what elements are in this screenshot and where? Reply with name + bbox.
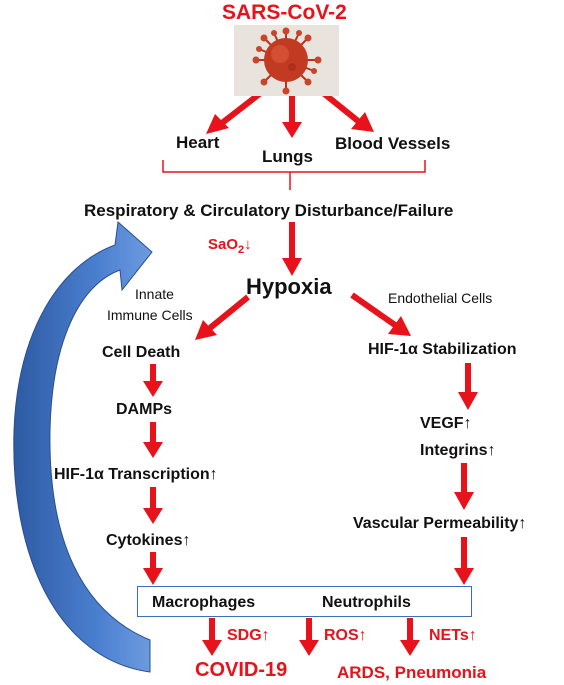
organ-lungs: Lungs — [262, 147, 313, 166]
hypoxia-left-arrow — [195, 294, 250, 340]
to-hypoxia-arrow — [282, 222, 302, 276]
step-hif-stabilization: HIF-1α Stabilization — [368, 341, 517, 358]
immune-cells-box — [137, 586, 472, 617]
output-arrow-ros — [299, 618, 319, 656]
coronavirus-icon — [234, 25, 339, 96]
output-nets: NETs↑ — [429, 627, 477, 644]
step-cell-death: Cell Death — [102, 344, 181, 361]
step-cytokines: Cytokines↑ — [106, 532, 191, 549]
organ-heart: Heart — [176, 133, 220, 152]
left-arrow-2 — [143, 422, 163, 458]
sao2-arrow: ↓ — [244, 236, 252, 253]
output-arrow-sdg — [202, 618, 222, 656]
innate-label-line1: Innate — [135, 286, 174, 302]
right-arrow-2 — [454, 463, 474, 510]
sao2-subscript: 2 — [238, 244, 245, 256]
sao2-base: SaO — [208, 236, 239, 253]
organs-bracket — [162, 160, 426, 190]
endothelial-label: Endothelial Cells — [388, 290, 493, 306]
disturbance-label: Respiratory & Circulatory Disturbance/Fa… — [84, 201, 454, 220]
step-hif-transcription: HIF-1α Transcription↑ — [54, 466, 218, 483]
virus-to-vessels-arrow — [320, 89, 374, 132]
output-arrow-nets — [400, 618, 420, 656]
virus-to-heart-arrow — [206, 89, 264, 134]
output-sdg: SDG↑ — [227, 627, 270, 644]
step-damps: DAMPs — [116, 401, 173, 418]
cell-macrophages: Macrophages — [152, 594, 256, 611]
right-arrow-3 — [454, 537, 474, 585]
left-arrow-1 — [143, 364, 163, 397]
step-vascular-permeability: Vascular Permeability↑ — [353, 515, 527, 532]
organ-blood-vessels: Blood Vessels — [335, 134, 451, 153]
hypoxia-label: Hypoxia — [246, 274, 332, 299]
right-arrow-1 — [458, 363, 478, 410]
output-ros: ROS↑ — [324, 627, 367, 644]
sao2-label: SaO2↓ — [208, 236, 252, 256]
virus-title: SARS-CoV-2 — [222, 1, 347, 24]
outcome-covid: COVID-19 — [195, 659, 288, 681]
feedback-arrow — [13, 221, 153, 673]
left-arrow-3 — [143, 487, 163, 524]
step-vegf: VEGF↑ — [420, 415, 472, 432]
cell-neutrophils: Neutrophils — [322, 594, 411, 611]
innate-label-line2: Immune Cells — [107, 307, 193, 323]
left-arrow-4 — [143, 552, 163, 585]
outcome-ards-pneumonia: ARDS, Pneumonia — [337, 663, 487, 682]
step-integrins: Integrins↑ — [420, 442, 496, 459]
hypoxia-right-arrow — [350, 292, 411, 336]
virus-to-lungs-arrow — [282, 96, 302, 138]
